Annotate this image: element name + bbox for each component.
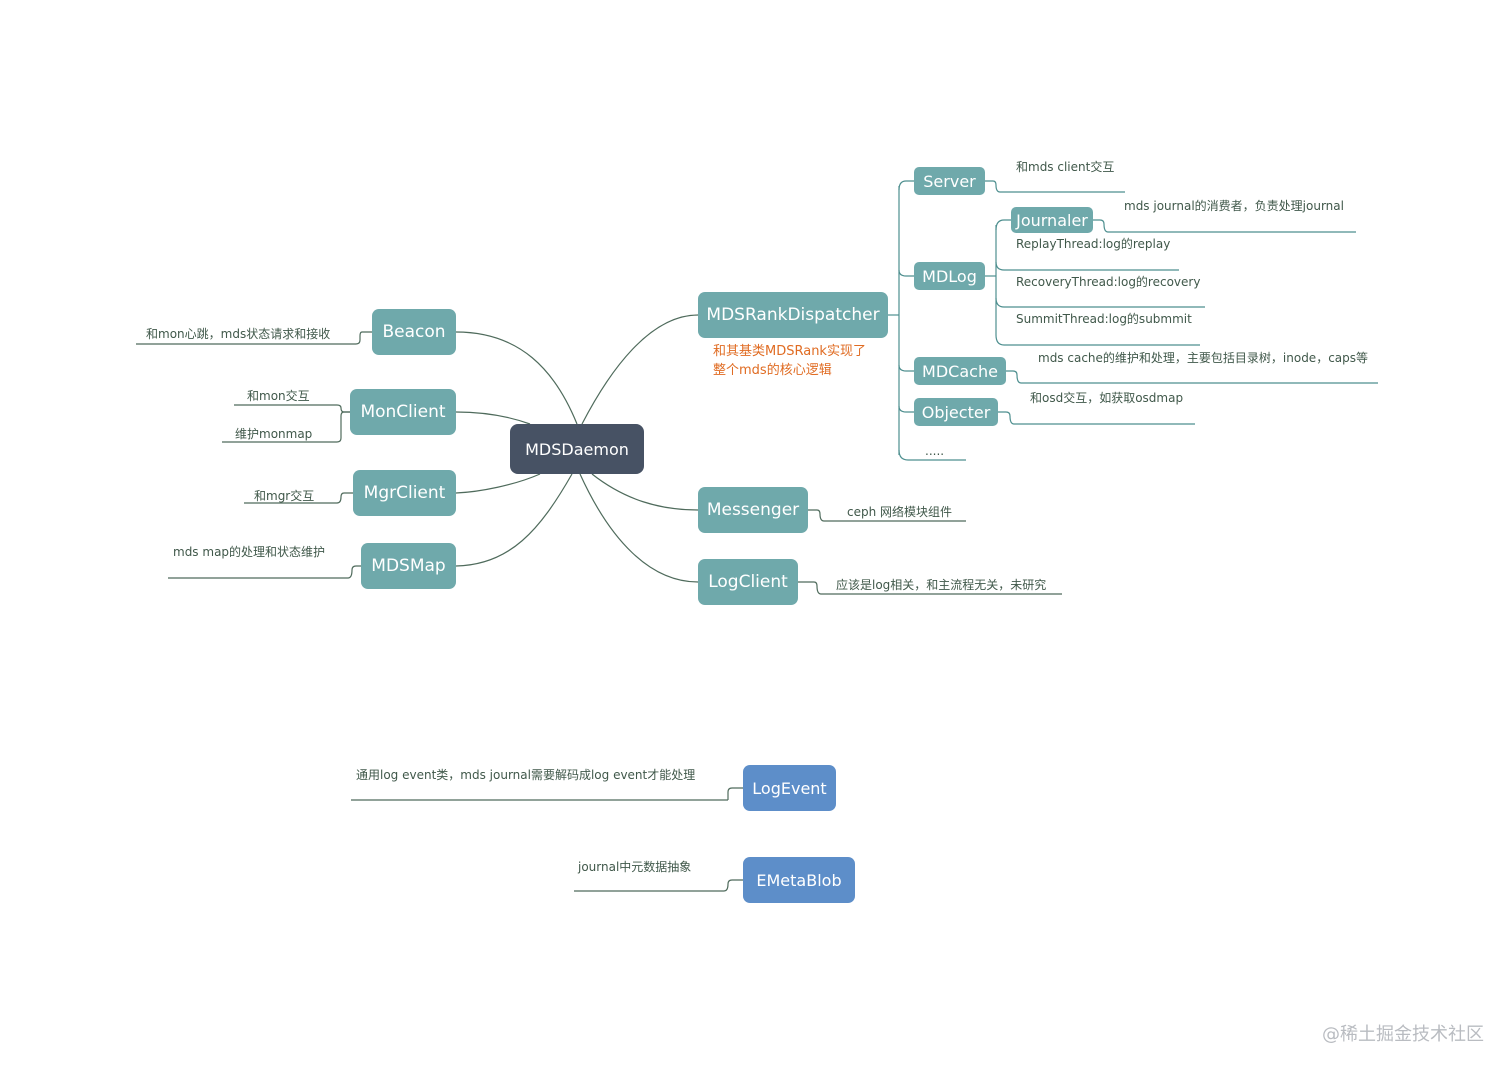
note-journaler: mds journal的消费者，负责处理journal (1124, 199, 1344, 213)
note-logevent: 通用log event类，mds journal需要解码成log event才能… (356, 768, 696, 782)
thread-recovery: RecoveryThread:log的recovery (1016, 275, 1201, 289)
watermark: @稀土掘金技术社区 (1322, 1024, 1484, 1045)
note-beacon: 和mon心跳，mds状态请求和接收 (146, 327, 331, 341)
node-monclient[interactable]: MonClient (350, 389, 456, 435)
note-logclient: 应该是log相关，和主流程无关，未研究 (836, 578, 1047, 592)
thread-submit: SummitThread:log的submmit (1016, 312, 1192, 326)
note-server: 和mds client交互 (1016, 160, 1115, 174)
node-journaler[interactable]: Journaler (1011, 207, 1093, 233)
node-logevent[interactable]: LogEvent (743, 765, 836, 811)
node-mdsmap[interactable]: MDSMap (361, 543, 456, 589)
note-mdsrankdispatcher-line-1: 和其基类MDSRank实现了 (713, 344, 866, 359)
note-mdcache: mds cache的维护和处理，主要包括目录树，inode，caps等 (1038, 351, 1369, 365)
note-emetablob: journal中元数据抽象 (578, 860, 692, 874)
note-mdsrankdispatcher: 和其基类MDSRank实现了 整个mds的核心逻辑 (713, 342, 866, 380)
thread-replay: ReplayThread:log的replay (1016, 237, 1171, 251)
node-mdsrankdispatcher[interactable]: MDSRankDispatcher (698, 292, 888, 338)
node-mdsdaemon[interactable]: MDSDaemon (510, 424, 644, 474)
note-mdsrankdispatcher-line-2: 整个mds的核心逻辑 (713, 363, 832, 378)
node-logclient[interactable]: LogClient (698, 559, 798, 605)
node-mdcache[interactable]: MDCache (914, 357, 1006, 385)
note-objecter: 和osd交互，如获取osdmap (1030, 391, 1184, 405)
node-messenger[interactable]: Messenger (698, 487, 808, 533)
more-ellipsis: ..... (925, 444, 945, 458)
note-monclient-1: 和mon交互 (247, 389, 310, 403)
node-emetablob[interactable]: EMetaBlob (743, 857, 855, 903)
note-monclient-2: 维护monmap (235, 427, 313, 441)
note-mdsmap: mds map的处理和状态维护 (173, 545, 326, 559)
node-mgrclient[interactable]: MgrClient (353, 470, 456, 516)
node-mdlog[interactable]: MDLog (914, 262, 985, 290)
node-objecter[interactable]: Objecter (914, 398, 998, 426)
note-messenger: ceph 网络模块组件 (847, 505, 953, 519)
node-beacon[interactable]: Beacon (372, 309, 456, 355)
note-mgrclient: 和mgr交互 (254, 489, 315, 503)
node-server[interactable]: Server (914, 167, 985, 195)
